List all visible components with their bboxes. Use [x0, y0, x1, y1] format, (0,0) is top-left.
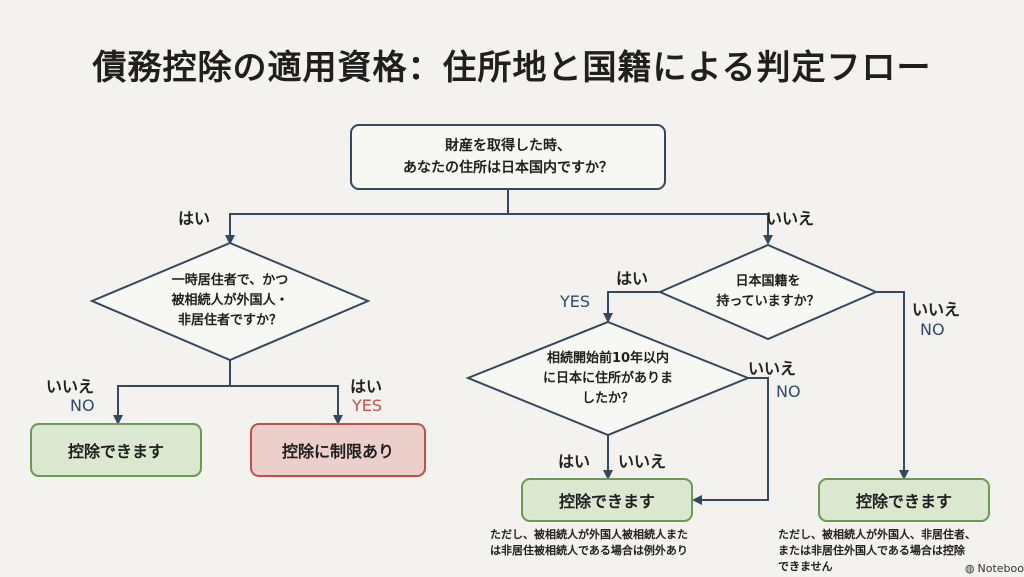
label-q3-yes: はい [616, 269, 649, 288]
note-right: ただし、被相続人が外国人、非居住者、 または非居住外国人である場合は控除 できま… [778, 528, 976, 573]
diamond-q2 [89, 241, 371, 362]
question-ten-years-text: 相続開始前10年以内 に日本に住所がありま したか？ [542, 351, 673, 406]
label-q1-no: いいえ [766, 209, 815, 228]
edge-q1-yes [225, 213, 508, 245]
question-residence-box: 財産を取得した時、 あなたの住所は日本国内ですか？ [350, 124, 666, 190]
label-q4-no-below: いいえ [618, 452, 667, 471]
question-temporary-resident-text: 一時居住者で、かつ 被相続人が外国人・ 非居住者ですか？ [171, 273, 289, 328]
label-q3-no-en: NO [920, 320, 945, 339]
label-q3-no: いいえ [912, 300, 961, 319]
label-q4-no: いいえ [748, 359, 797, 378]
edge-q3-no [876, 291, 909, 480]
label-q4-no-en: NO [776, 382, 801, 401]
label-q3-yes-en: YES [560, 292, 591, 311]
label-q2-yes: はい [350, 377, 383, 396]
label-q2-no: いいえ [46, 377, 95, 396]
edge-q2-yes [230, 385, 343, 425]
label-q4-yes: はい [558, 452, 591, 471]
brand-text: Noteboo [977, 562, 1024, 575]
label-q2-no-en: NO [70, 396, 95, 415]
question-nationality-text: 日本国籍を 持っていますか？ [716, 274, 820, 309]
diamond-q3 [657, 243, 879, 341]
result-deductible-left: 控除できます [30, 423, 202, 477]
diamond-q4 [465, 320, 751, 437]
edge-q1-no [508, 213, 773, 245]
edge-q2-no [113, 385, 230, 425]
result-restricted: 控除に制限あり [250, 423, 426, 477]
result-deductible-right: 控除できます [818, 478, 990, 522]
label-q1-yes: はい [178, 209, 211, 228]
label-q2-yes-en: YES [352, 396, 383, 415]
result-deductible-middle: 控除できます [521, 478, 693, 522]
edge-q4-no [692, 377, 769, 505]
note-middle: ただし、被相続人が外国人被相続人また は非居住被相続人である場合は例外あり [490, 528, 688, 557]
page-title: 債務控除の適用資格：住所地と国籍による判定フロー [92, 48, 932, 88]
brand-watermark: ◍ Noteboo [965, 562, 1024, 575]
edge-q3-yes [603, 291, 660, 323]
notebook-logo-icon: ◍ [964, 562, 975, 575]
